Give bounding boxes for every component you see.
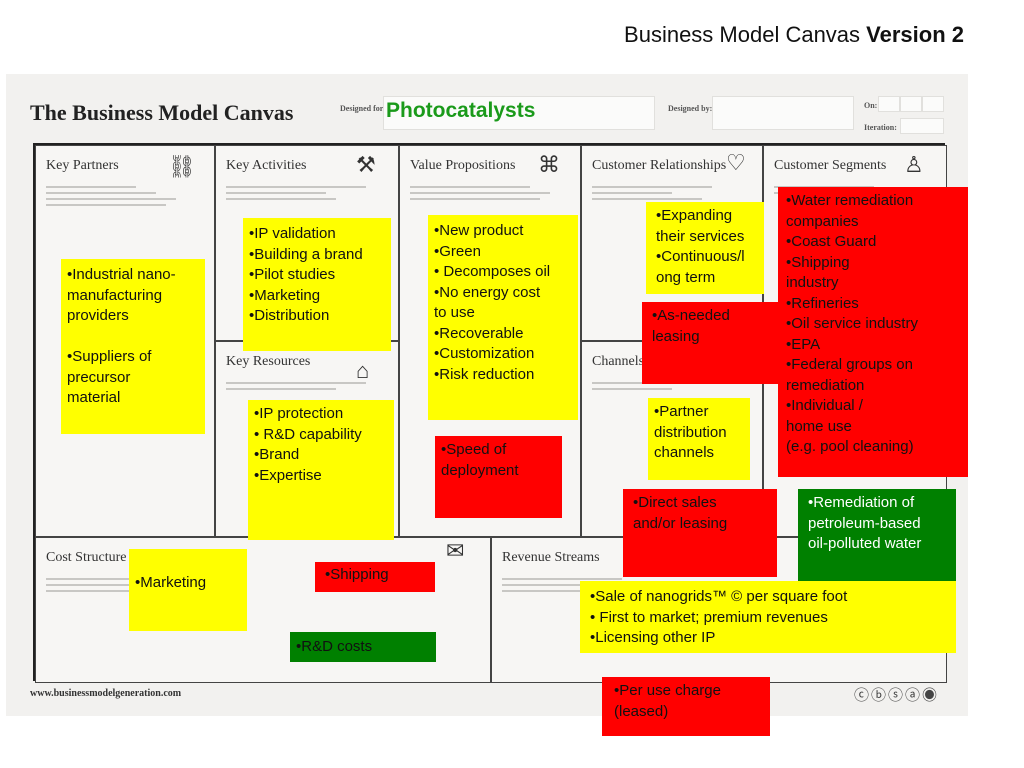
note-partner-channels: •Partner distribution channels [648,398,750,480]
designed-by-field [712,96,854,130]
value-propositions-title: Value Propositions [410,158,516,173]
note-cost-rd: •R&D costs [290,632,436,662]
designed-for-field [383,96,655,130]
revenue-streams-hints [502,578,642,596]
project-name: Photocatalysts [386,99,536,122]
designed-by-label: Designed by: [668,104,713,113]
note-revenue-sale: •Sale of nanogrids™ © per square foot • … [580,581,956,653]
note-remediation: •Remediation of petroleum-based oil-poll… [798,489,956,583]
worker-icon: ⚒ [356,152,376,177]
slide-title-version: Version 2 [866,22,964,47]
on-month-field [900,96,922,112]
customer-relationships-title: Customer Relationships [592,158,727,173]
note-value-propositions: •New product •Green • Decomposes oil •No… [428,215,578,420]
channels-title: Channels [592,354,645,369]
on-day-field [878,96,900,112]
note-cost-marketing: •Marketing [129,549,247,631]
note-speed-of-deployment: •Speed of deployment [435,436,562,518]
key-partners-title: Key Partners [46,158,119,173]
key-partners-hints [46,186,186,210]
note-customer-relationships: •Expanding their services •Continuous/l … [646,202,764,294]
note-as-needed-leasing: •As-needed leasing [642,302,788,384]
factory-icon: ⌂ [356,358,370,383]
canvas-title: The Business Model Canvas [30,100,294,125]
person-icon: ♙ [904,152,924,177]
iteration-label: Iteration: [864,123,897,132]
key-resources-hints [226,382,366,394]
iteration-field [900,118,944,134]
on-year-field [922,96,944,112]
revenue-streams-title: Revenue Streams [502,550,600,565]
note-key-activities: •IP validation •Building a brand •Pilot … [243,218,391,351]
value-propositions-hints [410,186,550,204]
key-activities-hints [226,186,366,204]
note-cost-shipping: •Shipping [315,562,435,592]
key-resources-title: Key Resources [226,354,311,369]
chain-link-icon: ⛓ [168,154,196,179]
gift-icon: ⌘ [538,152,560,177]
slide-title-prefix: Business Model Canvas [624,22,867,47]
key-activities-title: Key Activities [226,158,307,173]
heart-icon: ♡ [726,150,746,175]
note-customer-segments: •Water remediation companies •Coast Guar… [778,187,968,477]
designed-for-label: Designed for: [340,104,386,113]
note-key-partners: •Industrial nano- manufacturing provider… [61,259,205,434]
creative-commons-icon: ⓒⓑⓢⓐ◉ [854,687,940,704]
note-direct-sales: •Direct sales and/or leasing [623,489,777,577]
note-key-resources: •IP protection • R&D capability •Brand •… [248,400,394,540]
customer-relationships-hints [592,186,732,204]
cost-structure-title: Cost Structure [46,550,127,565]
cost-structure-hints [46,578,186,596]
slide-title: Business Model Canvas Version 2 [624,22,964,48]
footer-url: www.businessmodelgeneration.com [30,688,182,699]
price-tag-icon: ✉ [446,538,465,563]
customer-segments-title: Customer Segments [774,158,887,173]
on-label: On: [864,101,878,110]
note-revenue-per-use: •Per use charge (leased) [602,677,770,736]
